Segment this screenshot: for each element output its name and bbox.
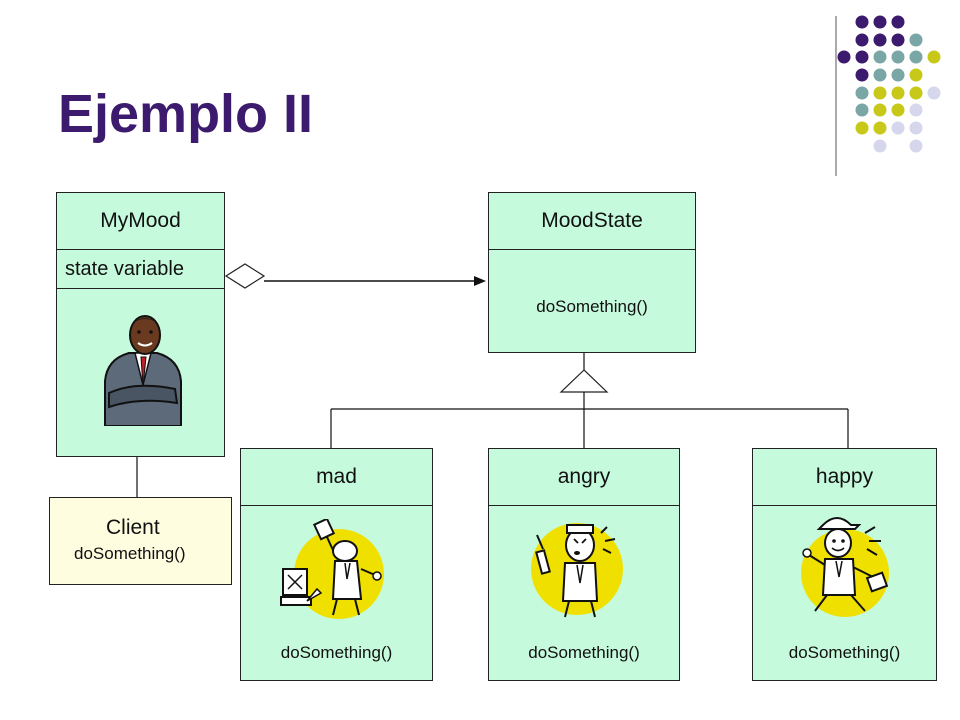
decorative-dot	[873, 68, 887, 82]
state-operation-mad: doSomething()	[280, 643, 393, 662]
decorative-dot	[855, 50, 869, 64]
mymood-state-variable: state variable	[57, 249, 224, 289]
decorative-dot	[837, 50, 851, 64]
decorative-dot	[891, 68, 905, 82]
state-box-mad: mad doSomething()	[240, 448, 433, 681]
decorative-dot	[855, 121, 869, 135]
decorative-dot	[891, 33, 905, 47]
decorative-dot	[855, 68, 869, 82]
moodstate-operation: doSomething()	[536, 297, 648, 316]
mymood-class-name: MyMood	[57, 193, 224, 250]
decorative-dot	[891, 121, 905, 135]
association-arrowhead	[474, 276, 486, 286]
businessman-icon	[104, 315, 182, 426]
inheritance-triangle	[559, 369, 609, 393]
client-operation: doSomething()	[74, 544, 186, 563]
decorative-dot	[873, 15, 887, 29]
decorative-dot	[909, 33, 923, 47]
client-name: Client	[106, 516, 160, 539]
aggregation-diamond	[224, 263, 266, 289]
page-title: Ejemplo II	[58, 84, 314, 144]
decorative-dot	[891, 103, 905, 117]
state-operation-angry: doSomething()	[528, 643, 640, 662]
decorative-dot	[891, 50, 905, 64]
decorative-dot	[873, 121, 887, 135]
state-operation-happy: doSomething()	[788, 643, 901, 662]
decorative-dot	[891, 15, 905, 29]
decorative-dot	[909, 86, 923, 100]
mad-person-icon	[280, 519, 384, 619]
happy-person-icon	[801, 517, 889, 617]
decorative-dot	[891, 86, 905, 100]
angry-person-icon	[531, 523, 623, 618]
state-name-happy: happy	[753, 449, 936, 506]
decorative-dot	[909, 139, 923, 153]
state-name-angry: angry	[489, 449, 679, 506]
moodstate-class-name: MoodState	[489, 193, 695, 250]
decorative-dot	[909, 103, 923, 117]
decorative-dot	[873, 50, 887, 64]
moodstate-class-box: MoodState doSomething()	[488, 192, 696, 353]
decorative-dot	[873, 103, 887, 117]
decorative-dot	[909, 68, 923, 82]
decorative-dot	[855, 103, 869, 117]
decorative-dot	[855, 33, 869, 47]
decorative-dot	[873, 33, 887, 47]
decorative-dot	[909, 50, 923, 64]
decorative-dot	[873, 139, 887, 153]
decorative-dot	[909, 121, 923, 135]
decorative-dot	[927, 86, 941, 100]
decorative-dot	[873, 86, 887, 100]
decorative-dot	[927, 50, 941, 64]
decorative-dot	[855, 86, 869, 100]
state-box-angry: angry doSomething()	[488, 448, 680, 681]
mymood-class-box: MyMood state variable	[56, 192, 225, 457]
client-box: Client doSomething()	[49, 497, 232, 585]
decorative-dot	[855, 15, 869, 29]
state-name-mad: mad	[241, 449, 432, 506]
state-box-happy: happy doSomething()	[752, 448, 937, 681]
